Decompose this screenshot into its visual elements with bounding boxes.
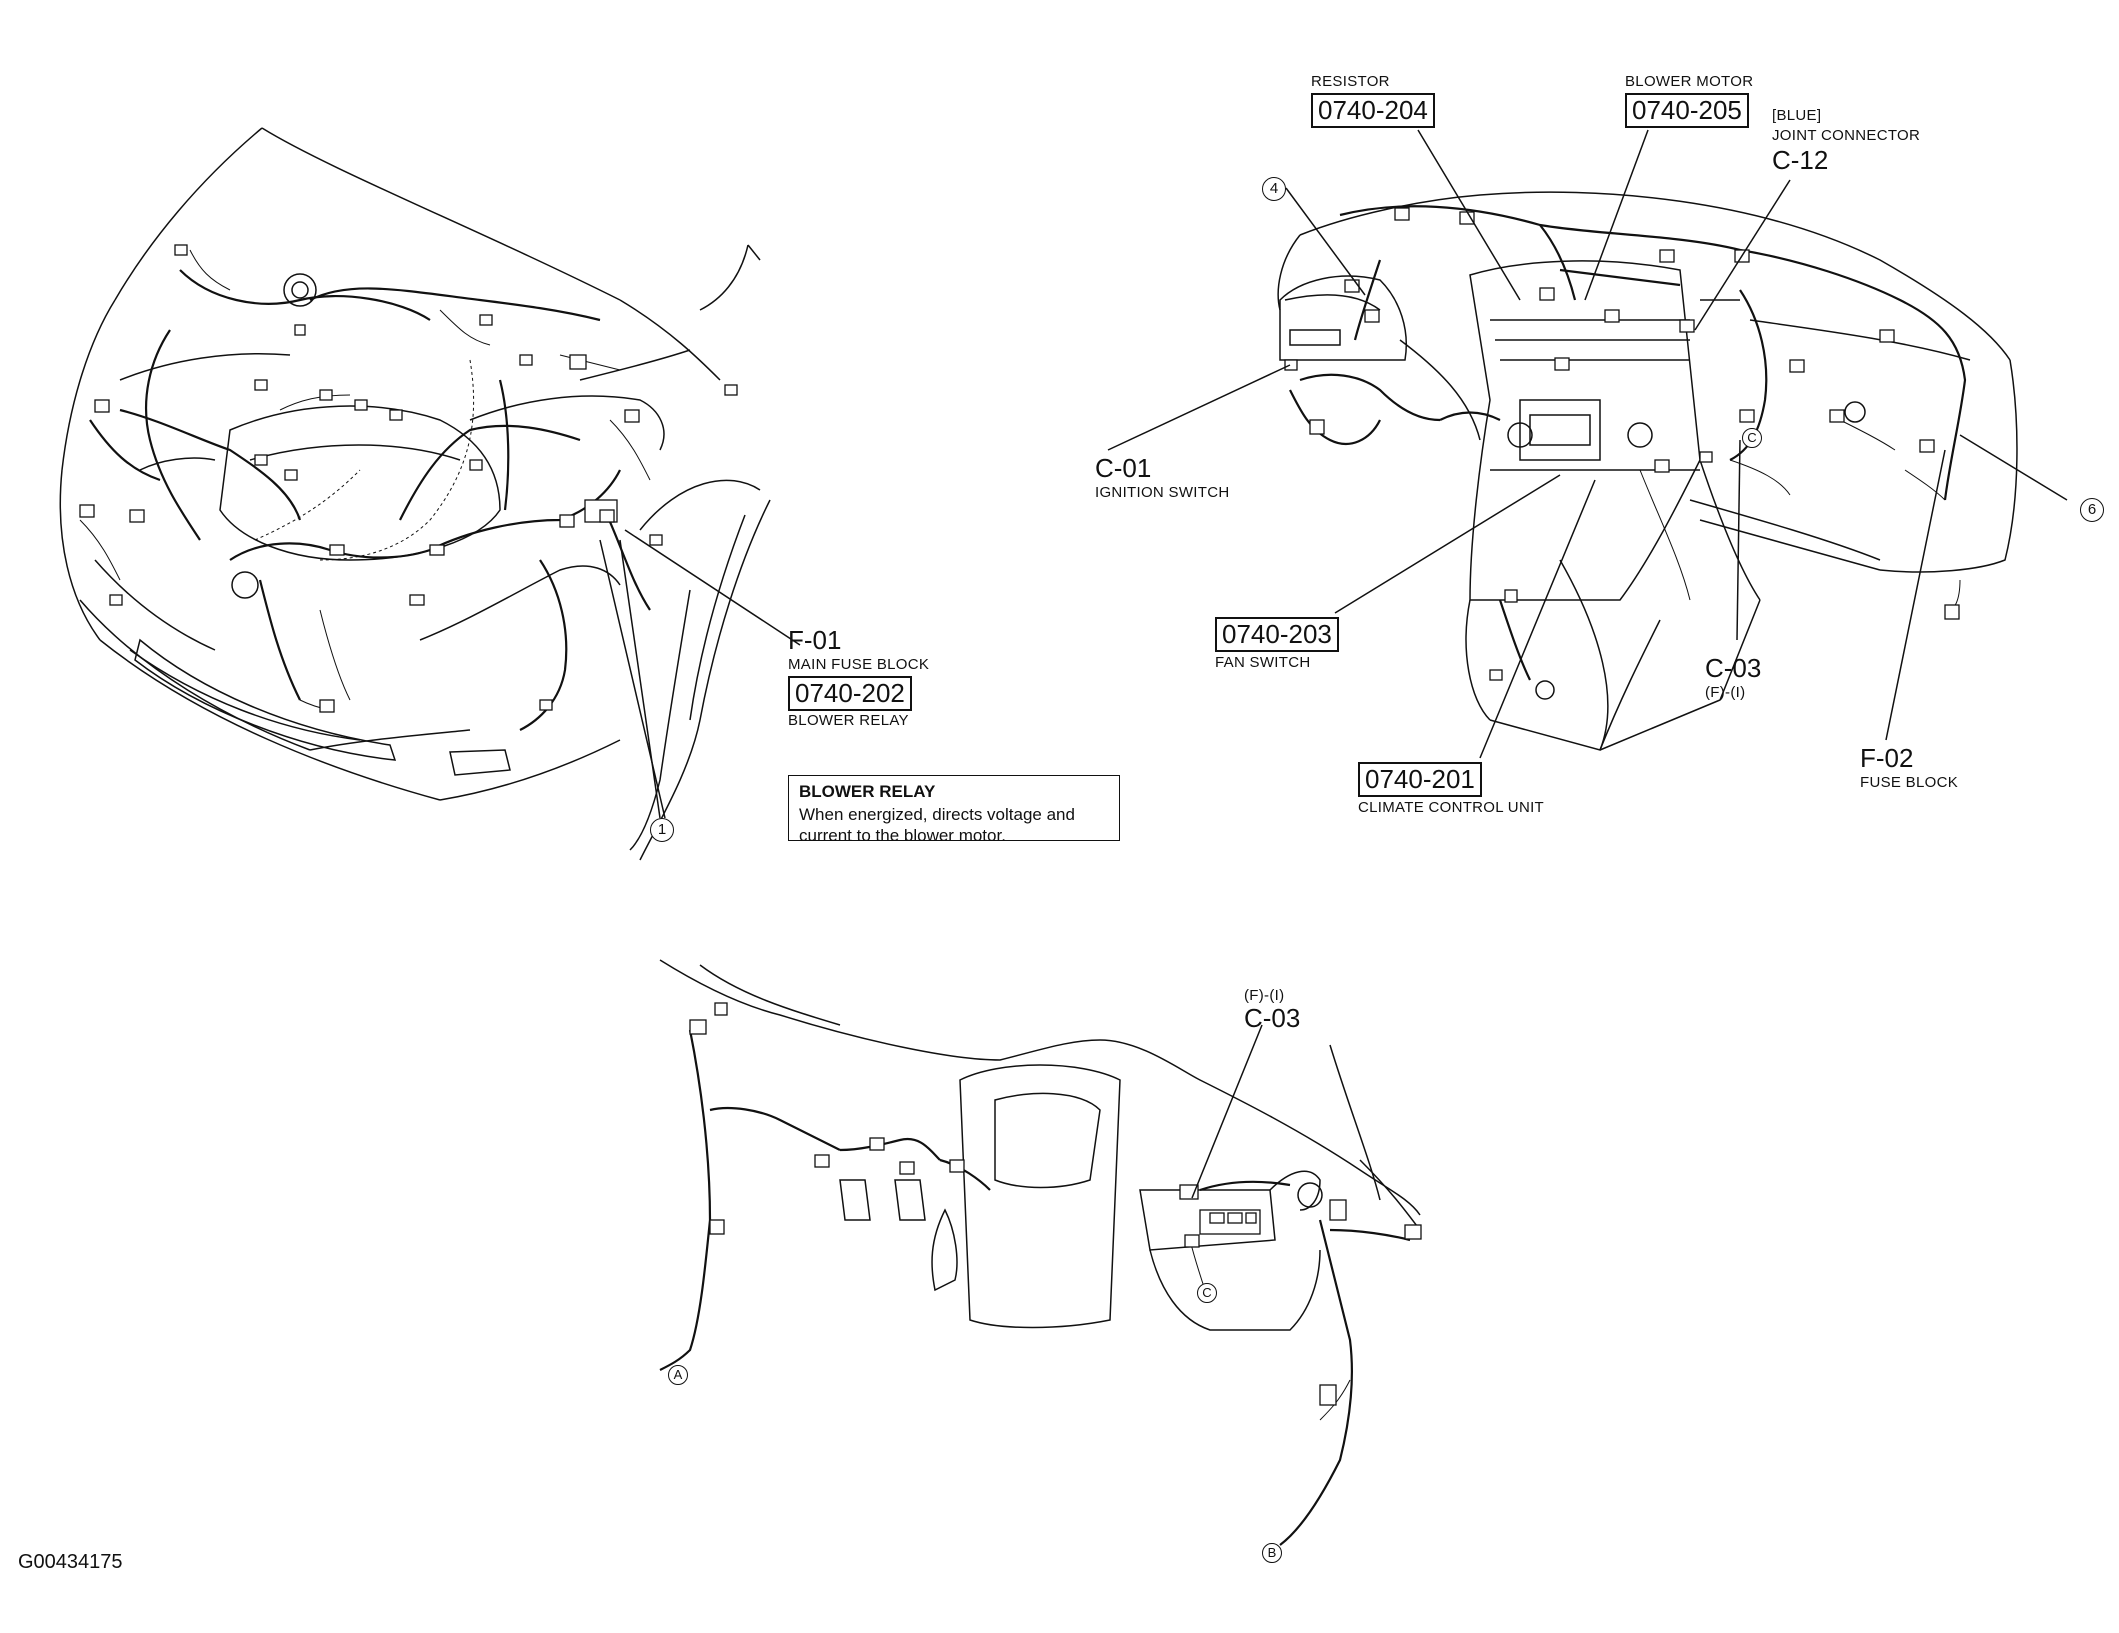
joint-connector-label: JOINT CONNECTOR: [1772, 127, 1921, 144]
blower-relay-label: BLOWER RELAY: [788, 712, 909, 729]
main-fuse-block-label: MAIN FUSE BLOCK: [788, 656, 930, 673]
c03-sub-lower: (F)-(I): [1244, 987, 1285, 1004]
engine-bay-drawing: [59, 127, 801, 861]
blower-motor-label: BLOWER MOTOR: [1625, 73, 1754, 90]
figure-id: G00434175: [18, 1551, 123, 1573]
dashboard-drawing: [1107, 129, 2068, 759]
info-box-body: When energized, directs voltage and curr…: [799, 805, 1075, 846]
callout-marker-4: 4: [1262, 177, 1286, 201]
connector-marker-b: B: [1262, 1543, 1282, 1563]
fan-switch-label: FAN SWITCH: [1215, 654, 1311, 671]
resistor-code-box: 0740-204: [1311, 93, 1435, 128]
blower-relay-info-box: BLOWER RELAY When energized, directs vol…: [788, 775, 1120, 845]
climate-control-label: CLIMATE CONTROL UNIT: [1358, 799, 1545, 816]
connector-marker-c-dash: C: [1742, 428, 1762, 448]
connector-marker-c-lower: C: [1197, 1283, 1217, 1303]
lower-dash-drawing: [659, 959, 1422, 1546]
connector-marker-a: A: [668, 1365, 688, 1385]
joint-connector-code: C-12: [1772, 145, 1829, 175]
ignition-switch-code: C-01: [1095, 453, 1152, 483]
fuse-block-code: F-02: [1860, 743, 1914, 773]
ignition-switch-label: IGNITION SWITCH: [1095, 484, 1230, 501]
fuse-block-label: FUSE BLOCK: [1860, 774, 1959, 791]
callout-marker-1: 1: [650, 818, 674, 842]
climate-control-code-box: 0740-201: [1358, 762, 1482, 797]
c03-code-lower: C-03: [1244, 1003, 1301, 1033]
joint-connector-color: [BLUE]: [1772, 107, 1822, 124]
c03-sub-dash: (F)-(I): [1705, 684, 1746, 701]
main-fuse-block-code: F-01: [788, 625, 842, 655]
fan-switch-code-box: 0740-203: [1215, 617, 1339, 652]
blower-relay-code-box: 0740-202: [788, 676, 912, 711]
resistor-label: RESISTOR: [1311, 73, 1390, 90]
info-box-title: BLOWER RELAY: [799, 782, 936, 801]
c03-code-dash: C-03: [1705, 653, 1762, 683]
blower-motor-code-box: 0740-205: [1625, 93, 1749, 128]
callout-marker-6: 6: [2080, 498, 2104, 522]
